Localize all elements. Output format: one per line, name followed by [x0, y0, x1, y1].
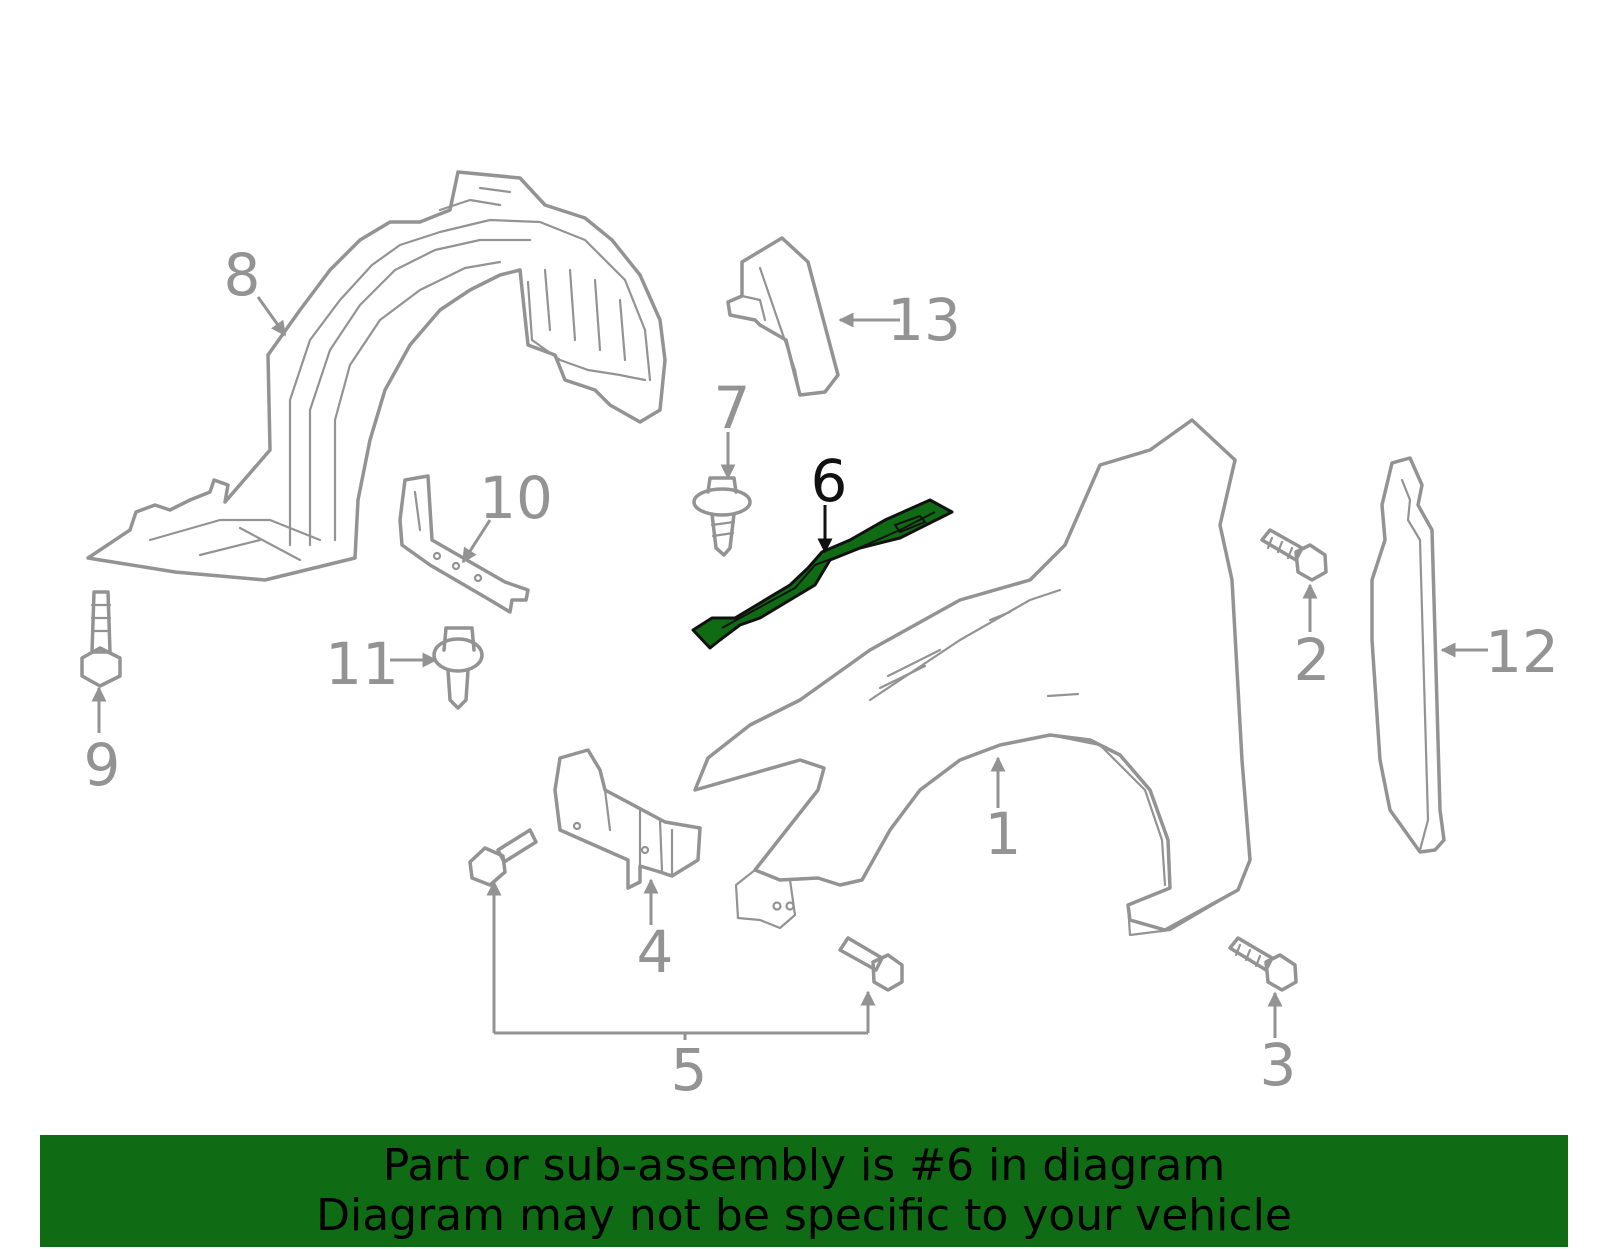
banner-line-disclaimer: Diagram may not be specific to your vehi… [316, 1190, 1292, 1241]
callout-5: 5 [671, 1036, 708, 1104]
callout-13: 13 [887, 286, 961, 354]
part-6-highlighted [691, 498, 954, 650]
part-4-bracket [553, 748, 702, 890]
callout-8: 8 [224, 241, 261, 309]
part-5-bolts [468, 828, 904, 1040]
part-7-clip [692, 476, 752, 557]
callout-1: 1 [985, 800, 1022, 868]
banner-line-part: Part or sub-assembly is #6 in diagram [382, 1140, 1226, 1191]
callout-11: 11 [325, 630, 399, 698]
part-13-bracket [726, 236, 840, 397]
part-9-bolt [80, 590, 122, 688]
callout-12: 12 [1485, 618, 1559, 686]
callout-9: 9 [84, 731, 121, 799]
callout-6: 6 [811, 447, 848, 515]
leader-8 [256, 296, 287, 337]
part-10-bracket [398, 474, 530, 614]
callout-10: 10 [479, 464, 553, 532]
part-12-trim [1370, 456, 1446, 854]
info-banner: Part or sub-assembly is #6 in diagram Di… [40, 1135, 1568, 1247]
callout-3: 3 [1260, 1031, 1297, 1099]
part-2-bolt [1260, 528, 1328, 582]
callout-7: 7 [714, 374, 751, 442]
callout-2: 2 [1294, 626, 1331, 694]
part-1-fender [693, 418, 1252, 937]
part-8-fender-liner [86, 170, 667, 582]
part-3-bolt [1228, 936, 1298, 992]
part-11-clip [432, 626, 484, 710]
leader-10 [461, 519, 492, 564]
callout-4: 4 [637, 918, 674, 986]
